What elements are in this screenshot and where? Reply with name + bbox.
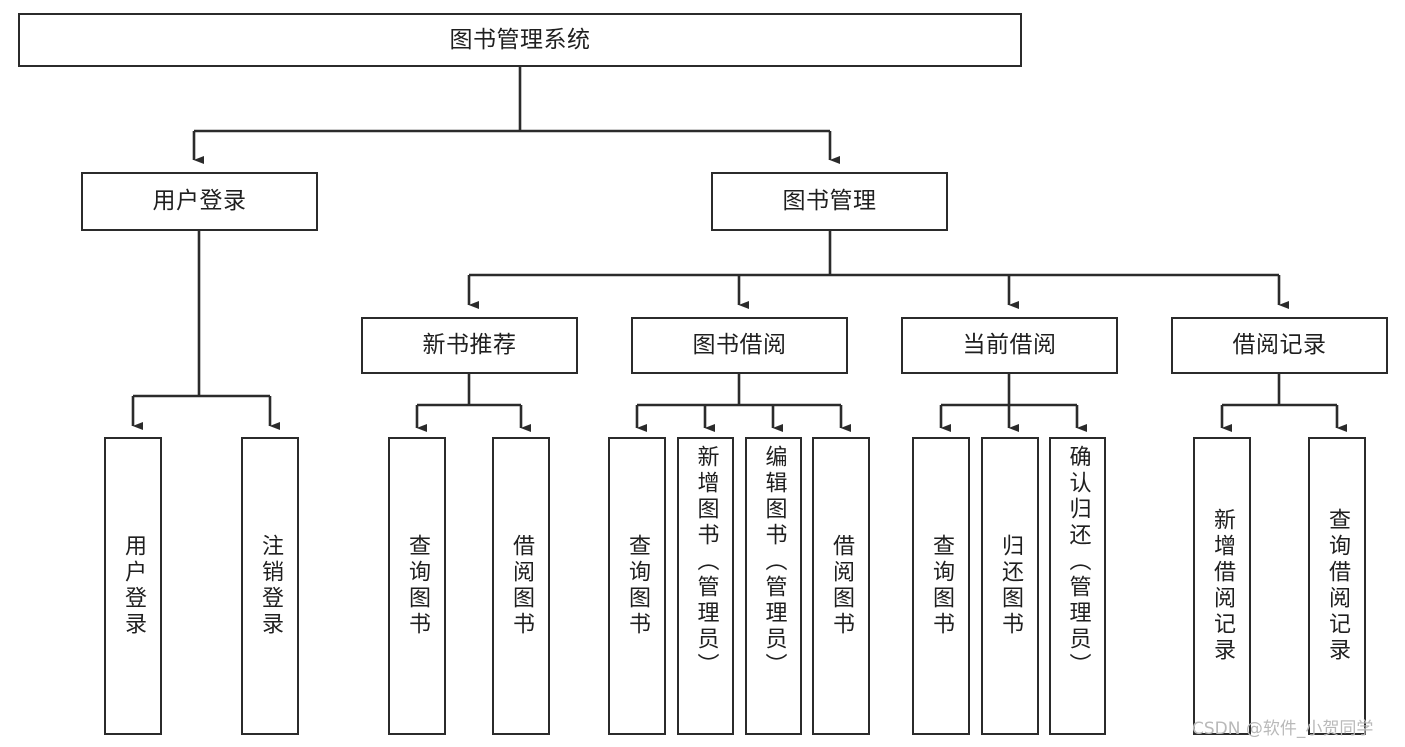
node-borrow-record[interactable]: 借阅记录: [1171, 317, 1388, 374]
node-label: 借阅图书: [829, 534, 854, 638]
node-leaf-confirm-return-admin[interactable]: 确认归还（管理员）: [1049, 437, 1106, 735]
node-new-book-recommend[interactable]: 新书推荐: [361, 317, 578, 374]
node-label: 编辑图书（管理员）: [761, 445, 787, 679]
node-book-management-system[interactable]: 图书管理系统: [18, 13, 1022, 67]
node-label: 图书管理系统: [449, 26, 591, 53]
node-leaf-query-book-recommend[interactable]: 查询图书: [388, 437, 446, 735]
node-label: 图书借阅: [692, 332, 787, 359]
node-book-management[interactable]: 图书管理: [711, 172, 948, 231]
node-label: 查询图书: [405, 534, 430, 638]
node-label: 新增借阅记录: [1210, 508, 1235, 664]
node-label: 借阅图书: [509, 534, 534, 638]
node-label: 用户登录: [152, 188, 247, 215]
node-leaf-borrow-book-recommend[interactable]: 借阅图书: [492, 437, 550, 735]
node-leaf-borrow-book[interactable]: 借阅图书: [812, 437, 870, 735]
node-leaf-add-borrow-record[interactable]: 新增借阅记录: [1193, 437, 1251, 735]
node-leaf-query-borrow-record[interactable]: 查询借阅记录: [1308, 437, 1366, 735]
node-label: 查询图书: [625, 534, 650, 638]
node-label: 用户登录: [121, 534, 146, 638]
node-label: 新书推荐: [422, 332, 517, 359]
node-leaf-edit-book-admin[interactable]: 编辑图书（管理员）: [745, 437, 802, 735]
node-leaf-user-login[interactable]: 用户登录: [104, 437, 162, 735]
node-label: 查询借阅记录: [1325, 508, 1350, 664]
node-current-borrow[interactable]: 当前借阅: [901, 317, 1118, 374]
node-label: 图书管理: [782, 188, 877, 215]
node-label: 当前借阅: [962, 332, 1057, 359]
node-label: 确认归还（管理员）: [1065, 445, 1091, 679]
node-leaf-query-book-borrow[interactable]: 查询图书: [608, 437, 666, 735]
node-leaf-logout-login[interactable]: 注销登录: [241, 437, 299, 735]
node-label: 查询图书: [929, 534, 954, 638]
node-leaf-add-book-admin[interactable]: 新增图书（管理员）: [677, 437, 734, 735]
node-label: 归还图书: [998, 534, 1023, 638]
csdn-watermark: CSDN @软件_小贺同学: [1192, 719, 1374, 739]
node-book-borrow[interactable]: 图书借阅: [631, 317, 848, 374]
node-label: 新增图书（管理员）: [693, 445, 719, 679]
node-leaf-query-book-current[interactable]: 查询图书: [912, 437, 970, 735]
node-label: 借阅记录: [1232, 332, 1327, 359]
node-label: 注销登录: [258, 534, 283, 638]
node-leaf-return-book[interactable]: 归还图书: [981, 437, 1039, 735]
node-user-login[interactable]: 用户登录: [81, 172, 318, 231]
